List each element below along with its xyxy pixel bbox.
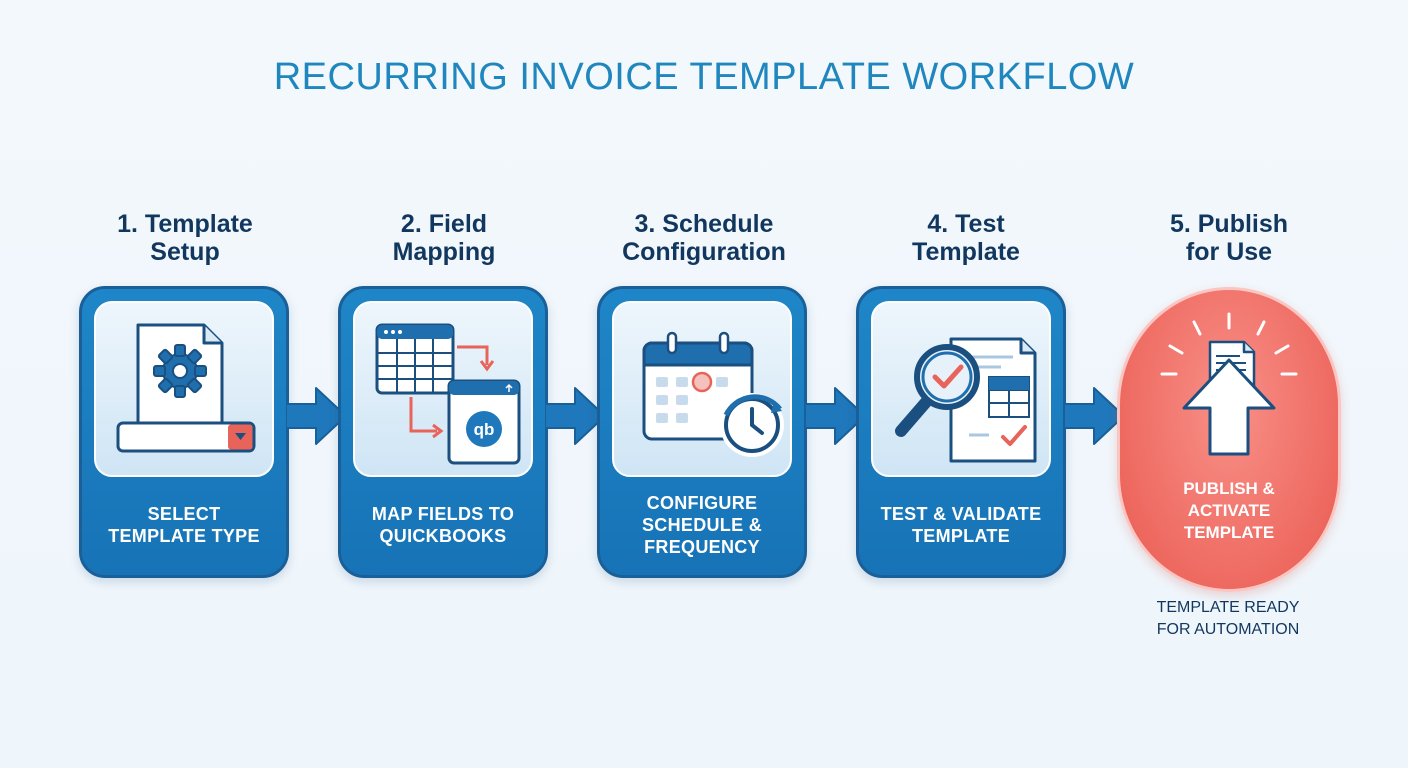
step-4-illustration (871, 301, 1051, 477)
calendar-clock-icon (642, 331, 784, 457)
page-title: RECURRING INVOICE TEMPLATE WORKFLOW (273, 56, 1135, 98)
svg-text:qb: qb (474, 420, 495, 439)
magnifier-check-icon (895, 337, 1037, 463)
arrow-right-icon (805, 387, 866, 445)
step-3-illustration (612, 301, 792, 477)
publish-upload-icon (1160, 312, 1298, 456)
field-mapping-icon: qb (375, 323, 521, 465)
step-2-illustration: qb (353, 301, 533, 477)
template-setup-icon (116, 323, 256, 453)
arrow-right-icon (286, 387, 347, 445)
arrow-right-icon (1064, 387, 1125, 445)
arrow-right-icon (545, 387, 606, 445)
step-1-illustration (94, 301, 274, 477)
